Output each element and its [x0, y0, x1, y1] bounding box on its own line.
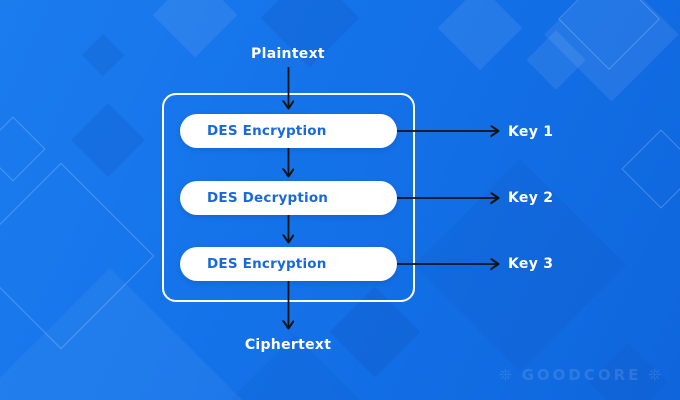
background-diamond — [81, 33, 125, 77]
key3-label: Key 3 — [508, 256, 554, 272]
sparkle-icon: ❊ — [499, 366, 515, 384]
key1-label: Key 1 — [508, 124, 554, 140]
background-diamond — [544, 0, 679, 102]
stage-label: DES Encryption — [207, 256, 327, 272]
plaintext-label: Plaintext — [251, 46, 325, 62]
background-diamond — [71, 103, 145, 177]
background-diamond — [526, 30, 586, 90]
watermark: ❊ GOODCORE ❊ — [499, 366, 664, 384]
stage-des-encryption-2: DES Encryption — [180, 247, 397, 281]
background-diamond — [437, 0, 523, 71]
stage-label: DES Encryption — [207, 123, 327, 139]
background-diamond — [0, 116, 46, 182]
ciphertext-label: Ciphertext — [244, 337, 332, 353]
stage-label: DES Decryption — [207, 190, 329, 206]
sparkle-icon: ❊ — [648, 366, 664, 384]
background-diamond — [558, 0, 660, 70]
stage-des-encryption-1: DES Encryption — [180, 114, 397, 148]
background-diamond — [621, 129, 680, 209]
stage-des-decryption: DES Decryption — [180, 181, 397, 215]
background-diamond — [0, 162, 155, 350]
key2-label: Key 2 — [508, 190, 554, 206]
watermark-text: GOODCORE — [521, 366, 642, 384]
